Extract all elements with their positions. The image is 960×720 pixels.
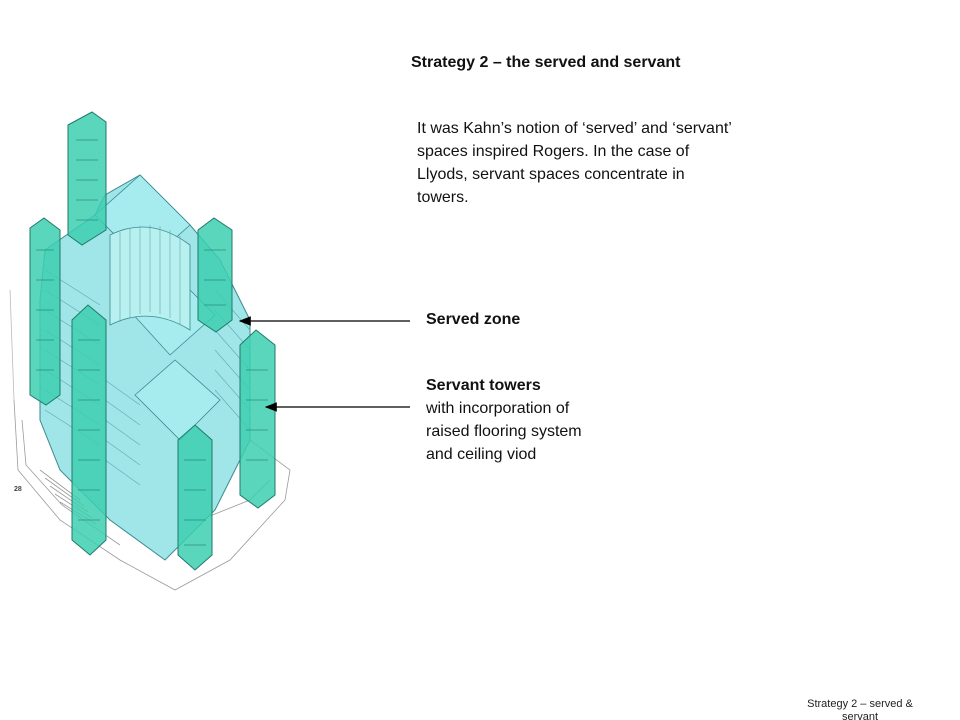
footer-caption: Strategy 2 – served & servant <box>807 698 913 720</box>
intro-paragraph: It was Kahn’s notion of ‘served’ and ‘se… <box>417 120 732 206</box>
page-number: 28 <box>14 486 22 493</box>
slide-title: Strategy 2 – the served and servant <box>411 54 681 71</box>
served-zone-label: Served zone <box>426 311 521 328</box>
servant-towers-detail: with incorporation of raised flooring sy… <box>426 400 582 463</box>
servant-tower-right <box>239 329 276 509</box>
servant-tower-top <box>67 111 107 246</box>
servant-tower-detail <box>36 139 268 546</box>
servant-towers-lead: Servant towers <box>426 377 541 394</box>
servant-towers-label: Servant towers with incorporation of rai… <box>426 374 596 466</box>
servant-towers <box>29 111 276 571</box>
lloyds-building-illustration <box>9 111 291 591</box>
servant-tower-left <box>29 217 61 406</box>
servant-tower-right-upper <box>197 217 233 333</box>
servant-tower-front <box>177 424 213 571</box>
